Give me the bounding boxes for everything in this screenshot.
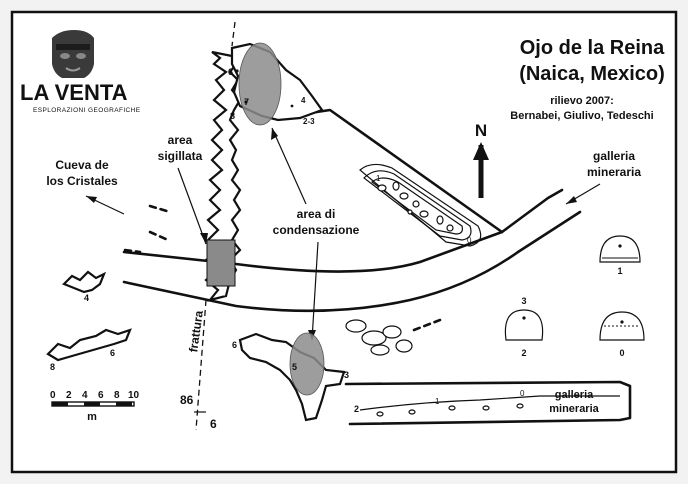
- depth-label-lower-1: 1: [435, 397, 440, 406]
- station-6-left: 6: [110, 348, 115, 358]
- section-label-2: 2: [521, 348, 526, 358]
- section-label-0: 0: [619, 348, 624, 358]
- label-area-sigillata-2: sigillata: [158, 149, 203, 163]
- section-label-3: 3: [521, 296, 526, 306]
- logo-title: LA VENTA: [20, 80, 128, 105]
- depth-label-0: 0: [467, 236, 472, 245]
- station-4: 4: [301, 96, 306, 105]
- side-chambers: 4 8 6: [46, 270, 132, 372]
- label-galleria-top-1: galleria: [593, 149, 635, 163]
- dip-angle: 86: [180, 393, 194, 407]
- station-4-left: 4: [84, 293, 89, 303]
- lower-gallery: 6 5 3 2 1 0 galleria mineraria: [232, 332, 632, 426]
- label-galleria-top-2: mineraria: [587, 165, 641, 179]
- la-venta-logo: LA VENTA ESPLORAZIONI GEOGRAFICHE: [20, 30, 141, 114]
- condensation-area-top: 6 7 8 4 2-3: [228, 42, 324, 126]
- dip-indicator: 86 6: [180, 393, 217, 431]
- label-cueva-1: Cueva de: [55, 158, 109, 172]
- scale-bar: 0 2 4 6 8 10 m: [50, 390, 140, 423]
- section-label-1: 1: [617, 266, 622, 276]
- boulder-choke: [345, 318, 442, 356]
- label-galleria-bottom-2: mineraria: [549, 403, 599, 415]
- station-2-lower: 2: [354, 404, 359, 414]
- logo-subtitle: ESPLORAZIONI GEOGRAFICHE: [33, 107, 141, 114]
- map-subtitle: (Naica, Mexico): [519, 63, 665, 85]
- fracture-wall: [195, 21, 242, 431]
- olmec-head-icon: [52, 30, 94, 78]
- title-block: Ojo de la Reina (Naica, Mexico) rilievo …: [510, 37, 665, 122]
- label-area-condensazione-1: area di: [297, 207, 336, 221]
- label-galleria-bottom-1: galleria: [555, 389, 594, 401]
- depth-label-1: 1: [376, 174, 381, 183]
- scale-unit: m: [87, 411, 97, 423]
- station-7: 7: [244, 97, 249, 107]
- scale-tick-0: 0: [50, 390, 56, 401]
- station-2-3: 2-3: [303, 117, 315, 126]
- label-cueva-2: los Cristales: [46, 174, 118, 188]
- pool-area: 1 0: [359, 163, 482, 247]
- north-label: N: [475, 121, 487, 140]
- map-border: [10, 10, 678, 474]
- station-5: 5: [292, 362, 297, 372]
- dip-value: 6: [210, 417, 217, 431]
- label-frattura: frattura: [186, 309, 206, 353]
- label-area-condensazione-2: condensazione: [273, 223, 360, 237]
- main-gallery: [122, 108, 582, 313]
- station-6-top: 6: [228, 67, 233, 77]
- surveyors: Bernabei, Giulivo, Tedeschi: [510, 110, 653, 122]
- north-arrow-icon: N: [473, 121, 489, 198]
- cross-sections: 1 3 2 0: [504, 235, 645, 358]
- scale-tick-10: 10: [128, 390, 140, 401]
- depth-label-lower-0: 0: [520, 389, 525, 398]
- annotations: area sigillata area di condensazione Cue…: [46, 127, 641, 353]
- scale-tick-8: 8: [114, 390, 120, 401]
- sealed-zone: [206, 239, 236, 287]
- scale-tick-6: 6: [98, 390, 104, 401]
- survey-year: rilievo 2007:: [550, 95, 614, 107]
- station-8-left: 8: [50, 362, 55, 372]
- station-6-lower: 6: [232, 340, 237, 350]
- station-8-top: 8: [230, 111, 235, 121]
- scale-tick-2: 2: [66, 390, 72, 401]
- station-3-lower: 3: [344, 370, 349, 380]
- scale-tick-4: 4: [82, 390, 88, 401]
- map-title: Ojo de la Reina: [520, 37, 665, 59]
- label-area-sigillata-1: area: [168, 133, 193, 147]
